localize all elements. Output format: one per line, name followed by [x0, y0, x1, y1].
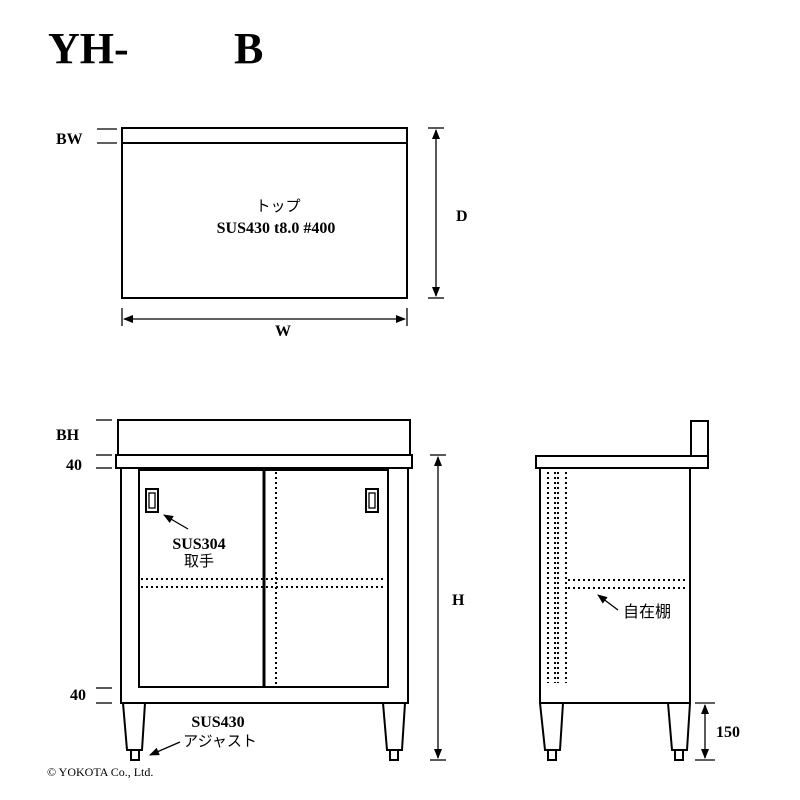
side-top	[535, 455, 709, 469]
top-part-name: トップ	[255, 197, 300, 215]
leg-left	[122, 702, 146, 751]
handle-left	[145, 488, 159, 513]
adjuster-leader-arrow	[149, 741, 181, 756]
backsplash-top	[121, 127, 408, 144]
side-body	[539, 467, 691, 704]
top-40-label: 40	[66, 457, 82, 474]
handle-frame	[145, 488, 159, 513]
handle-leader-arrow	[163, 514, 189, 530]
bottom-40-label: 40	[70, 687, 86, 704]
model-suffix: B	[234, 24, 263, 73]
adjuster-name: アジャスト	[183, 732, 257, 750]
bw-label: BW	[56, 131, 83, 148]
side-backsplash	[690, 420, 709, 457]
adjuster-foot-left	[130, 749, 140, 761]
h-label: H	[452, 592, 465, 609]
top-view: BW D W トップ SUS430 t8.0 #400	[56, 127, 468, 340]
leg-right	[382, 702, 406, 751]
handle-right	[365, 488, 379, 513]
side-leg-rear	[667, 702, 691, 751]
side-adjuster-foot-front	[547, 749, 557, 761]
backsplash	[117, 419, 411, 456]
side-adjuster-foot-rear	[674, 749, 684, 761]
copyright: © YOKOTA Co., Ltd.	[47, 765, 153, 779]
top-rim	[115, 454, 413, 469]
top-material: SUS430 t8.0 #400	[217, 220, 336, 237]
model-prefix: YH-	[48, 24, 129, 73]
tabletop	[121, 142, 408, 299]
handle-recess	[148, 492, 156, 509]
side-view: 自在棚 150	[535, 420, 740, 761]
shelf-label: 自在棚	[623, 602, 671, 621]
cabinet-body	[120, 467, 409, 704]
handle-frame	[365, 488, 379, 513]
adjuster-material: SUS430	[191, 714, 244, 731]
bh-label: BH	[56, 427, 80, 444]
side-leg-front	[539, 702, 564, 751]
w-label: W	[275, 323, 291, 340]
d-label: D	[456, 208, 468, 225]
shelf-leader-arrow	[597, 594, 619, 611]
leg-height-label: 150	[716, 724, 740, 741]
front-view: BH 40 40 H SUS304 取手 SUS430 アジャスト	[56, 419, 465, 761]
handle-name: 取手	[184, 552, 214, 570]
handle-recess	[368, 492, 376, 509]
adjuster-foot-right	[389, 749, 399, 761]
handle-material: SUS304	[172, 536, 225, 553]
